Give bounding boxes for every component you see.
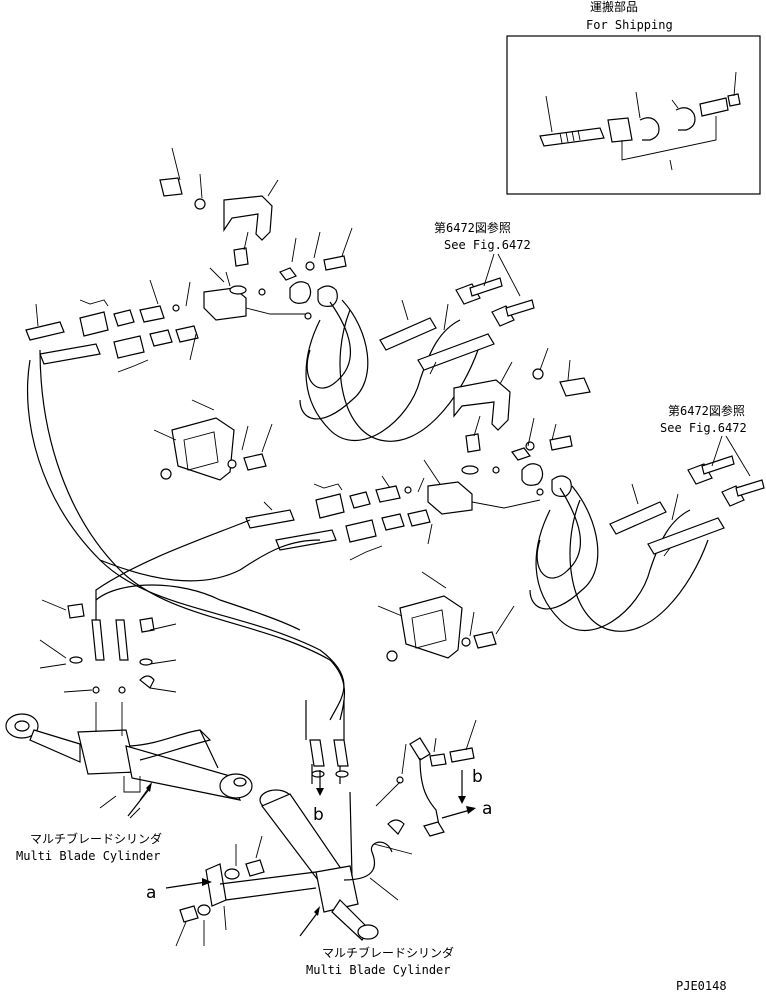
upper-right-connectors: [258, 227, 353, 320]
lower-cylinder: [259, 700, 413, 941]
middle-cover: [453, 347, 591, 431]
middle-valve-block: [423, 415, 573, 515]
ref-lower-en: See Fig.6472: [660, 421, 747, 435]
upper-hoses: [299, 299, 495, 442]
ref-lower-jp: 第6472図参照: [668, 404, 745, 418]
long-hoses: [27, 349, 346, 721]
cylinder-upper-jp: マルチブレードシリンダ: [30, 832, 163, 846]
marker-b-right: b: [472, 767, 483, 787]
marker-a-right: a: [482, 799, 493, 819]
middle-hoses: [529, 483, 725, 632]
upper-cylinder: [5, 702, 253, 819]
upper-left-fittings: [25, 279, 199, 373]
drawing-code: PJE0148: [676, 979, 727, 993]
ref-flange-upper: [455, 253, 535, 327]
marker-a-left: a: [146, 883, 157, 903]
upper-valve-block: [203, 231, 306, 321]
marker-b-left: b: [313, 805, 324, 825]
shipping-title-en: For Shipping: [586, 18, 673, 32]
right-linkage: [375, 719, 477, 837]
bottom-bracket: [175, 835, 317, 947]
ref-upper-en: See Fig.6472: [444, 238, 531, 252]
flow-arrows: [127, 770, 476, 937]
ref-upper-jp: 第6472図参照: [434, 221, 511, 235]
cylinder-lower-en: Multi Blade Cylinder: [306, 963, 451, 977]
lower-left-bracket: [153, 399, 273, 481]
middle-fittings: [245, 475, 433, 561]
cylinder-upper-en: Multi Blade Cylinder: [16, 849, 161, 863]
shipping-parts: [539, 71, 741, 171]
ref-flange-lower: [687, 435, 765, 507]
cylinder-lower-jp: マルチブレードシリンダ: [322, 946, 455, 960]
lower-middle-bracket: [377, 571, 515, 662]
lower-left-fittings: [39, 599, 177, 694]
upper-cover: [159, 147, 279, 241]
shipping-title-jp: 運搬部品: [590, 0, 639, 14]
shipping-box-frame: [506, 35, 761, 195]
